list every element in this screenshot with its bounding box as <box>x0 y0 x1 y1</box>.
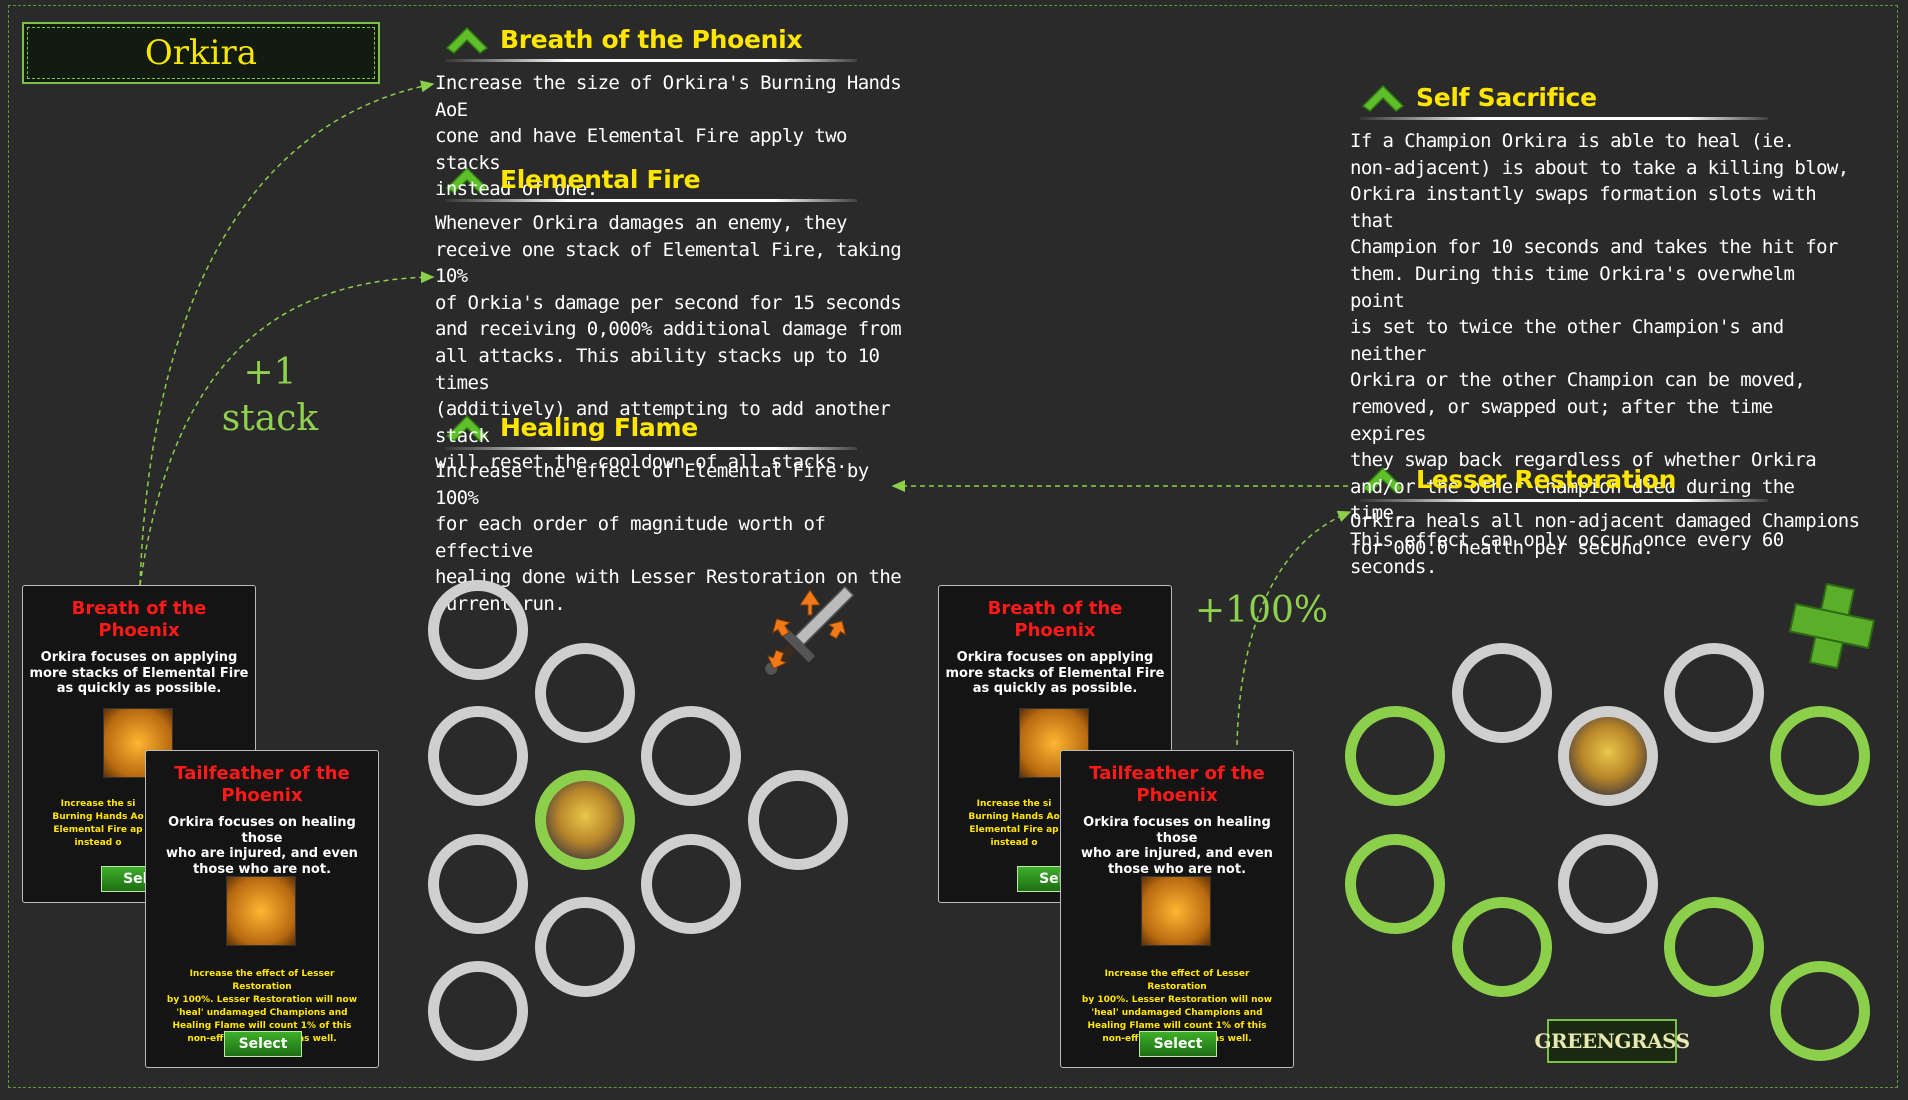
formation-slot-healed[interactable] <box>1452 897 1552 997</box>
formation-slot[interactable] <box>1452 643 1552 743</box>
formation-slot[interactable] <box>641 834 741 934</box>
formation-slot[interactable] <box>428 706 528 806</box>
ability-elemental-text: Whenever Orkira damages an enemy, they r… <box>435 212 902 474</box>
feather-icon <box>226 876 296 946</box>
ability-breath-heading: Breath of the Phoenix <box>500 24 803 54</box>
feather-icon <box>1141 876 1211 946</box>
note-percent: +100% <box>1195 590 1329 631</box>
formation-slot[interactable] <box>535 897 635 997</box>
ability-self-sacrifice-heading: Self Sacrifice <box>1416 82 1597 112</box>
formation-slot-healed[interactable] <box>1770 706 1870 806</box>
select-button[interactable]: Select <box>224 1031 302 1057</box>
ability-breath-text: Increase the size of Orkira's Burning Ha… <box>435 72 902 201</box>
spec-card-tailfeather-2: Tailfeather of the Phoenix Orkira focuse… <box>1060 750 1294 1068</box>
formation-slot-healed[interactable] <box>1345 834 1445 934</box>
ability-lesser-restoration-heading: Lesser Restoration <box>1416 464 1677 494</box>
ability-healing-heading: Healing Flame <box>500 412 698 442</box>
divider <box>445 199 857 202</box>
ability-lesser-restoration-text: Orkira heals all non-adjacent damaged Ch… <box>1350 510 1860 559</box>
divider <box>445 59 857 62</box>
champion-portrait[interactable] <box>1558 706 1658 806</box>
champion-portrait[interactable] <box>535 770 635 870</box>
divider <box>1360 499 1768 502</box>
formation-slot[interactable] <box>748 770 848 870</box>
formation-slot-healed[interactable] <box>1664 897 1764 997</box>
champion-name: Orkira <box>144 33 258 73</box>
ability-self-sacrifice-text: If a Champion Orkira is able to heal (ie… <box>1350 130 1849 578</box>
formation-slot[interactable] <box>428 961 528 1061</box>
formation-slot[interactable] <box>428 834 528 934</box>
title-box: Orkira <box>22 22 380 84</box>
divider <box>445 447 857 450</box>
formation-slot-healed[interactable] <box>1770 961 1870 1061</box>
greengrass-logo: GREENGRASS <box>1534 1019 1690 1063</box>
frame <box>8 5 1898 1088</box>
spec-card-tailfeather: Tailfeather of the Phoenix Orkira focuse… <box>145 750 379 1068</box>
spec-card-breath-2: Breath of the Phoenix Orkira focuses on … <box>938 585 1172 903</box>
ability-elemental-heading: Elemental Fire <box>500 164 701 194</box>
select-button[interactable]: Select <box>1139 1031 1217 1057</box>
formation-slot[interactable] <box>1664 643 1764 743</box>
formation-slot[interactable] <box>428 580 528 680</box>
formation-slot-healed[interactable] <box>1345 706 1445 806</box>
divider <box>1360 117 1768 120</box>
formation-slot[interactable] <box>1558 834 1658 934</box>
formation-slot[interactable] <box>535 643 635 743</box>
note-stack: +1 stack <box>221 352 319 439</box>
formation-slot[interactable] <box>641 706 741 806</box>
